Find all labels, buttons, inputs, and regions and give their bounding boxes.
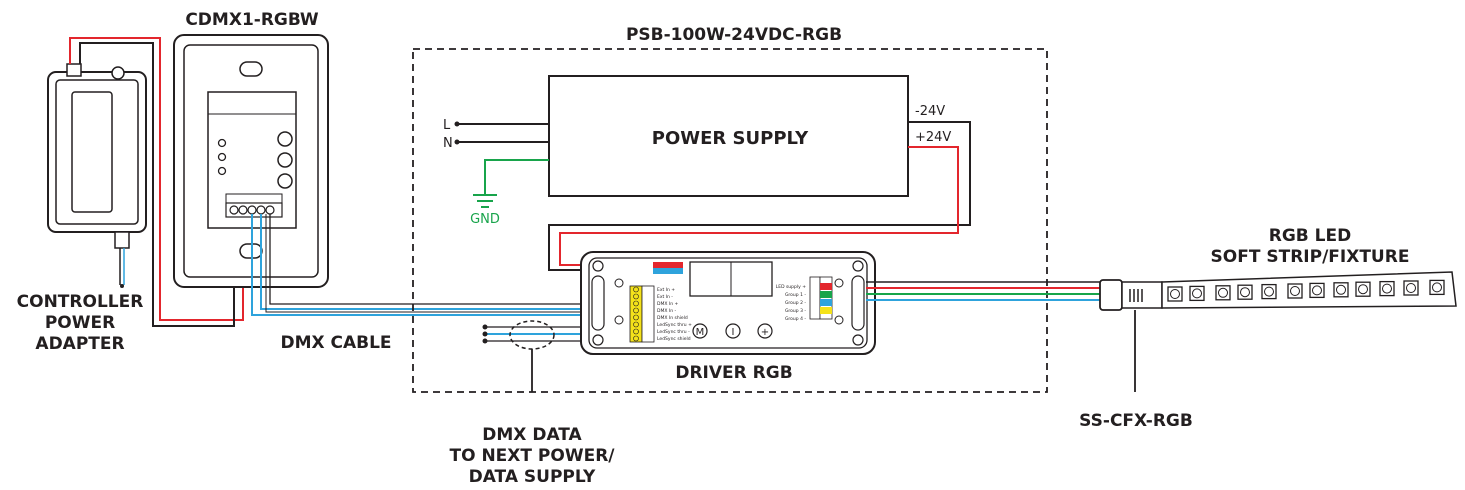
led-lens — [1336, 284, 1346, 295]
ps-pos-label: +24V — [915, 130, 951, 145]
ps-output-wires — [548, 121, 971, 271]
mode-button-label: M — [696, 327, 705, 338]
led-lens — [1264, 286, 1274, 297]
plus-button[interactable] — [757, 323, 773, 339]
led-lens — [1312, 285, 1322, 296]
led-lens — [1358, 284, 1368, 295]
driver-right-terminal-label: Group 3 - — [785, 308, 806, 314]
led-strip-label-2: SOFT STRIP/FIXTURE — [1211, 247, 1410, 267]
driver-left-terminal-screw — [633, 293, 639, 300]
led-lens — [1218, 287, 1228, 298]
power-button[interactable] — [725, 323, 741, 339]
led-lens — [1240, 287, 1250, 298]
power-adapter — [47, 63, 147, 288]
led-strip — [1099, 271, 1457, 392]
driver-left-terminal-screw — [633, 314, 639, 321]
driver-left-terminal-label: Ext In - — [657, 294, 673, 300]
ps-ground-label: GND — [470, 212, 500, 227]
cdmx-controller — [173, 34, 329, 288]
driver-left-terminal-label: LedSync thru - — [657, 329, 690, 335]
driver-left-terminal-label: LedSync shield — [657, 336, 691, 342]
dmx-data-label-2: TO NEXT POWER/ — [449, 446, 615, 466]
driver-left-terminal-screw — [633, 300, 639, 307]
driver-rgb — [580, 251, 876, 355]
dmx-cable-wires — [251, 214, 585, 316]
power-button-label: I — [732, 327, 735, 338]
dmx-cable-label: DMX CABLE — [280, 333, 391, 353]
led-strip-label-1: RGB LED — [1269, 226, 1351, 246]
driver-left-terminal-label: Ext In + — [657, 287, 675, 293]
controller-title: CDMX1-RGBW — [185, 10, 319, 30]
dmx-data-label-3: DATA SUPPLY — [469, 467, 596, 487]
driver-right-terminal-label: LED supply + — [776, 284, 806, 290]
driver-label: DRIVER RGB — [675, 363, 792, 383]
driver-left-terminal-screw — [633, 321, 639, 328]
adapter-label-3: ADAPTER — [35, 334, 124, 354]
supply-group-title: PSB-100W-24VDC-RGB — [626, 25, 842, 45]
plus-button-label: + — [761, 327, 769, 338]
led-lens — [1170, 289, 1180, 299]
driver-left-terminal-label: DMX In + — [657, 301, 678, 307]
mode-button[interactable] — [692, 323, 708, 339]
driver-right-terminal-label: Group 2 - — [785, 300, 806, 306]
adapter-label-1: CONTROLLER — [17, 292, 144, 312]
ps-neutral-label: N — [443, 136, 453, 151]
driver-right-terminal-label: Group 1 - — [785, 292, 806, 298]
adapter-label-2: POWER — [45, 313, 115, 333]
driver-output-wires — [866, 281, 1102, 301]
led-lens — [1382, 283, 1392, 294]
driver-right-terminal-label: Group 4 - — [785, 316, 806, 322]
connector-label: SS-CFX-RGB — [1079, 411, 1193, 431]
led-lens — [1432, 282, 1442, 293]
driver-left-terminal-label: DMX In shield — [657, 315, 688, 321]
power-supply-label: POWER SUPPLY — [652, 128, 809, 149]
driver-left-terminal-screw — [633, 286, 639, 293]
led-lens — [1192, 288, 1202, 299]
ps-neg-label: -24V — [915, 104, 945, 119]
ps-line-label: L — [443, 118, 451, 133]
power-supply — [454, 75, 909, 208]
driver-left-terminal-label: DMX In - — [657, 308, 676, 314]
dmx-data-label-1: DMX DATA — [482, 425, 582, 445]
driver-left-terminal-screw — [633, 307, 639, 314]
driver-left-terminal-screw — [633, 328, 639, 335]
driver-left-terminal-label: LedSync thru + — [657, 322, 692, 328]
adapter-wires — [69, 37, 244, 327]
driver-left-terminal-screw — [633, 335, 639, 342]
supply-enclosure — [412, 48, 1048, 393]
led-lens — [1406, 283, 1416, 293]
led-lens — [1290, 286, 1300, 296]
